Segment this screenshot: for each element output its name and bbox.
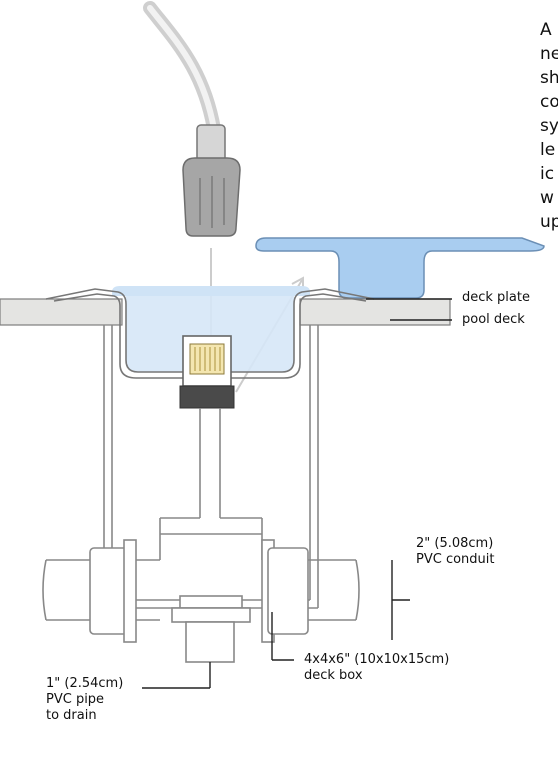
- label-deck-box-name: deck box: [304, 668, 363, 683]
- leader-lines: [142, 298, 452, 689]
- label-drain-pipe-name: PVC pipe: [46, 692, 105, 707]
- conduit-right: [261, 518, 360, 643]
- connector-plug-icon: [182, 124, 241, 237]
- caption-line: A: [540, 20, 552, 40]
- caption-line: up: [540, 212, 558, 232]
- label-deck-box-size: 4x4x6" (10x10x15cm): [304, 652, 450, 667]
- caption-line: ne: [540, 44, 558, 64]
- caption-line: ic: [540, 164, 555, 184]
- cable-icon: [143, 1, 222, 142]
- deck-plate-detached-icon: [255, 237, 545, 299]
- caption-line: co: [540, 92, 558, 112]
- label-deck-plate: deck plate: [462, 290, 530, 306]
- label-conduit-name: PVC conduit: [416, 552, 495, 567]
- label-conduit: 2" (5.08cm) PVC conduit: [416, 536, 494, 568]
- conduit-left: [42, 518, 161, 643]
- caption-line: sy: [540, 116, 558, 136]
- label-pool-deck: pool deck: [462, 312, 525, 328]
- caption-line: le: [540, 140, 556, 160]
- label-deck-box: 4x4x6" (10x10x15cm) deck box: [304, 652, 449, 684]
- label-deck-plate-text: deck plate: [462, 290, 530, 305]
- drain-fitting-icon: [171, 595, 251, 663]
- label-drain-pipe: 1" (2.54cm) PVC pipe to drain: [46, 676, 123, 724]
- caption-line: w: [540, 188, 554, 208]
- caption-text: A ne sh co sy le ic w up: [540, 18, 558, 234]
- caption-line: sh: [540, 68, 558, 88]
- t-pipe: [160, 408, 262, 535]
- label-drain-pipe-dest: to drain: [46, 708, 97, 723]
- label-conduit-size: 2" (5.08cm): [416, 536, 494, 551]
- label-pool-deck-text: pool deck: [462, 312, 525, 327]
- socket-connector-icon: [179, 335, 235, 409]
- label-drain-pipe-size: 1" (2.54cm): [46, 676, 124, 691]
